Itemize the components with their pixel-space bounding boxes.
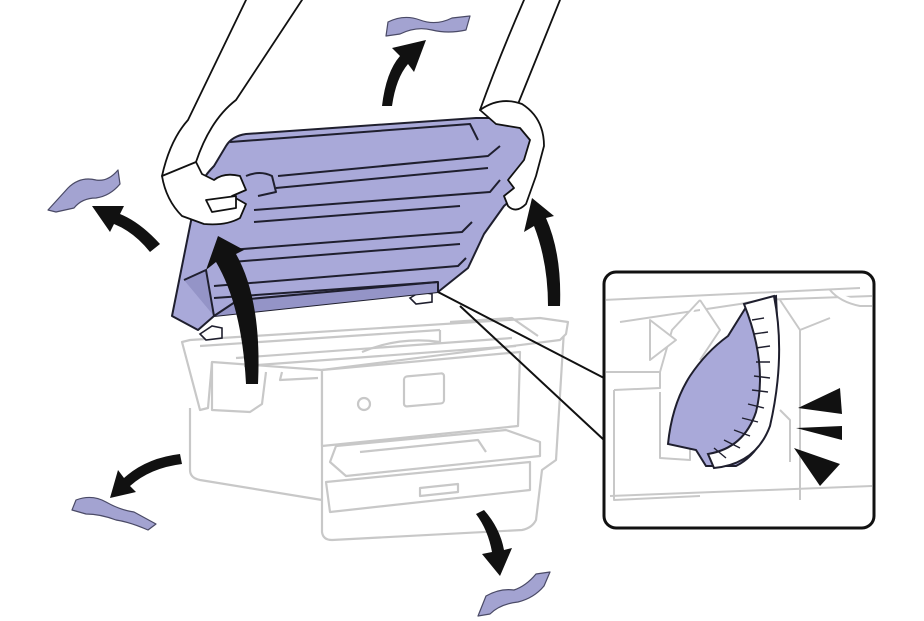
torn-paper-icon bbox=[47, 169, 121, 213]
lift-arrows bbox=[92, 40, 561, 576]
power-button bbox=[356, 396, 372, 412]
printer-body bbox=[180, 316, 570, 542]
control-panel-screen bbox=[402, 372, 446, 408]
curved-arrow-icon bbox=[476, 510, 512, 576]
torn-paper-icon bbox=[71, 496, 157, 531]
scanner-lid bbox=[171, 117, 539, 331]
curved-arrow-up-icon bbox=[524, 198, 561, 306]
curved-arrow-up-icon bbox=[382, 40, 426, 106]
zoom-callout bbox=[602, 270, 876, 530]
torn-paper-icon bbox=[477, 571, 551, 617]
click-burst-icon bbox=[794, 388, 842, 486]
left-hand bbox=[161, 0, 303, 226]
torn-paper-icon bbox=[385, 15, 471, 37]
callout-pointer bbox=[437, 291, 605, 441]
curved-arrow-up-icon bbox=[206, 236, 259, 384]
torn-papers bbox=[47, 15, 551, 617]
right-hand bbox=[479, 0, 561, 211]
curved-arrow-up-icon bbox=[92, 206, 160, 252]
curved-arrow-icon bbox=[110, 454, 182, 498]
